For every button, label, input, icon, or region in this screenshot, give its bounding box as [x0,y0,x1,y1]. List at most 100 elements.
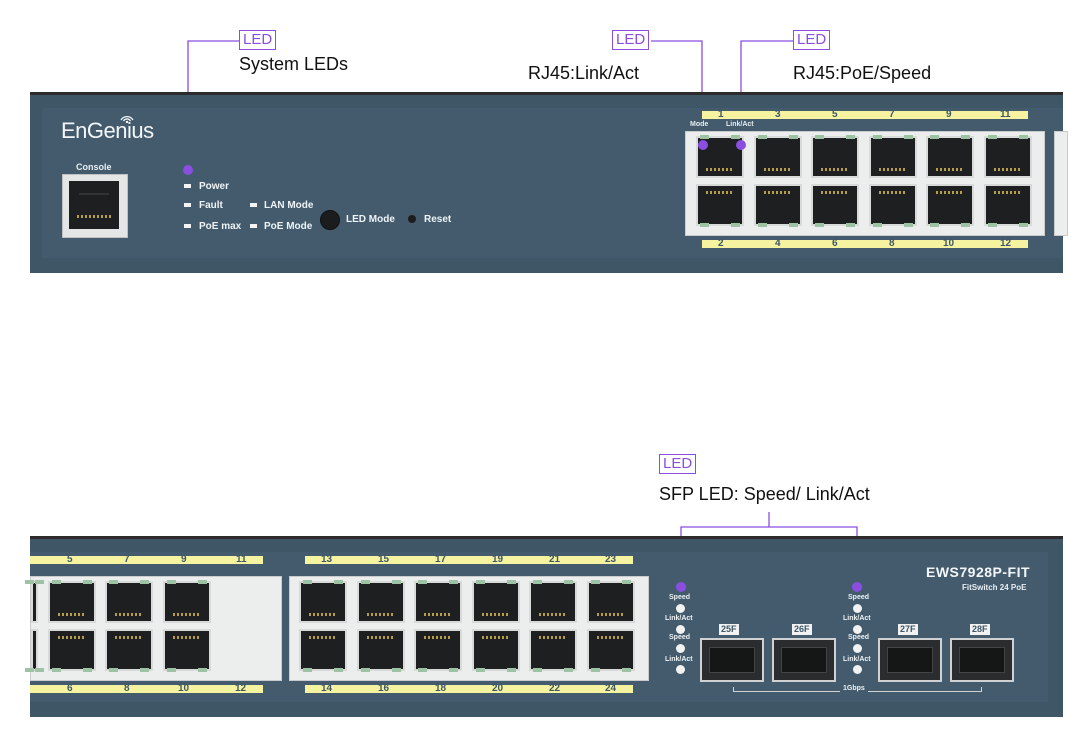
lan-mode-led [250,203,257,207]
console-port[interactable] [62,174,128,238]
sfp-led-marker-right [852,582,862,592]
link-act-led-marker [698,140,708,150]
rj45-port[interactable] [926,135,974,178]
port-number: 24 [605,683,617,694]
rj45-port[interactable] [105,580,153,623]
rj45-port[interactable] [356,580,405,623]
system-led-marker [183,165,193,175]
port-number: 18 [435,683,447,694]
rj45-port[interactable] [162,629,211,672]
rj45-port[interactable] [529,629,577,672]
mode-label: Mode [690,121,709,128]
link-act-label: Link/Act [726,121,754,128]
port-number: 10 [943,238,955,249]
top-number-strip-odd: 1 3 5 7 9 11 [702,109,1028,120]
rj45-port[interactable] [586,629,635,672]
rj45-port[interactable] [356,629,405,672]
poe-max-led [184,224,191,228]
port-number: 6 [67,683,73,694]
sfp-port-27f[interactable] [878,638,942,682]
led-tag-link-act: LED [612,30,650,50]
rj45-port[interactable] [983,135,1032,178]
top-number-strip-even: 2 4 6 8 10 12 [702,238,1028,249]
model-subtitle: FitSwitch 24 PoE [962,583,1027,592]
rj45-poe-speed-caption: RJ45:PoE/Speed [793,63,932,83]
port-number: 10 [178,683,190,694]
rj45-port[interactable] [586,580,635,623]
rj45-port[interactable] [868,135,917,178]
sfp-led [676,625,685,634]
port-number: 5 [67,554,73,565]
port-number: 9 [946,109,952,120]
rj45-port[interactable] [414,580,462,623]
rj45-port[interactable] [414,629,462,672]
sfp-port-26f[interactable] [772,638,836,682]
rj45-port[interactable] [983,184,1032,227]
port-number: 13 [321,554,333,565]
reset-button[interactable] [408,215,416,223]
rj45-port[interactable] [753,184,802,227]
rj45-port[interactable] [25,629,44,672]
sfp-led [853,625,862,634]
rj45-port[interactable] [811,135,859,178]
rj45-port[interactable] [162,580,211,623]
sfp-led-marker-left [676,582,686,592]
poe-mode-led [250,224,257,228]
rj45-port[interactable] [529,580,577,623]
reset-label: Reset [424,214,452,225]
sfp-led-caption: SFP LED: Speed/ Link/Act [659,484,870,504]
sfp-link-act-label: Link/Act [843,656,871,663]
bottom-left-number-strip-even: 6 8 10 12 [30,683,263,694]
rj45-port[interactable] [753,135,802,178]
console-label: Console [76,162,112,172]
led-mode-button[interactable] [320,210,340,230]
port-number: 16 [378,683,390,694]
rj45-port[interactable] [926,184,974,227]
port-number: 8 [889,238,895,249]
rj45-port[interactable] [811,184,859,227]
port-number: 5 [832,109,838,120]
sfp-port-28f[interactable] [950,638,1014,682]
rj45-port[interactable] [868,184,917,227]
poe-max-led-label: PoE max [199,221,242,232]
port-number: 3 [775,109,781,120]
port-number: 9 [181,554,187,565]
rj45-link-act-caption: RJ45:Link/Act [528,63,640,83]
rj45-port[interactable] [25,580,44,623]
rj45-port[interactable] [299,580,347,623]
sfp-speed-label: Speed [848,594,870,601]
port-number: 6 [832,238,838,249]
rj45-port[interactable] [47,580,96,623]
sfp-led [676,604,685,613]
sfp-led [853,644,862,653]
rj45-port[interactable] [47,629,96,672]
bottom-right-number-strip-odd: 13 15 17 19 21 23 [305,554,633,565]
port-number: 23 [605,554,617,565]
sfp-port-25f[interactable] [700,638,764,682]
poe-speed-led-marker [736,140,746,150]
rj45-port[interactable] [471,580,520,623]
rj45-port[interactable] [299,629,347,672]
port-number: 4 [775,238,781,249]
port-number: 22 [549,683,561,694]
next-rj45-block-edge [1054,131,1068,236]
led-tag-poe-speed: LED [793,30,831,50]
rj45-port[interactable] [696,184,744,227]
sfp-led [853,665,862,674]
sfp-port-label: 25F [719,624,739,635]
port-number: 7 [124,554,130,565]
led-mode-label: LED Mode [346,214,395,225]
sfp-speed-label: Speed [848,634,870,641]
port-number: 15 [378,554,390,565]
led-tag-sfp: LED [659,454,697,474]
rj45-port[interactable] [105,629,153,672]
bottom-left-number-strip-odd: 5 7 9 11 [30,554,263,565]
sfp-link-act-label: Link/Act [843,615,871,622]
port-number: 12 [1000,238,1012,249]
sfp-speed-label: Speed [669,594,691,601]
bottom-right-number-strip-even: 14 16 18 20 22 24 [305,683,633,694]
rj45-port[interactable] [471,629,520,672]
port-number: 11 [236,554,247,565]
fault-led-label: Fault [199,200,223,211]
sfp-led [676,665,685,674]
